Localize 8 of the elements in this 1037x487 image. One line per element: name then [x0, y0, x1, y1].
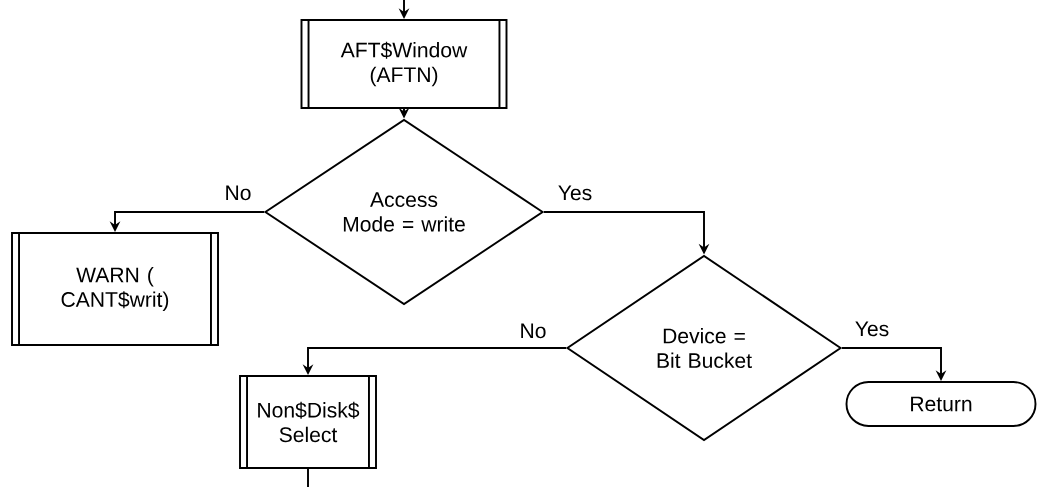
process-box: Non$Disk$ Select: [239, 374, 377, 470]
process-box: WARN ( CANT$writ): [11, 231, 219, 347]
process-box: AFT$Window (AFTN): [300, 18, 508, 110]
edge-label: No: [517, 321, 549, 341]
edge-label: Yes: [853, 319, 891, 338]
edge-label: No: [222, 183, 254, 202]
terminal-box: Return: [845, 381, 1037, 427]
edge-label: Yes: [556, 183, 594, 202]
